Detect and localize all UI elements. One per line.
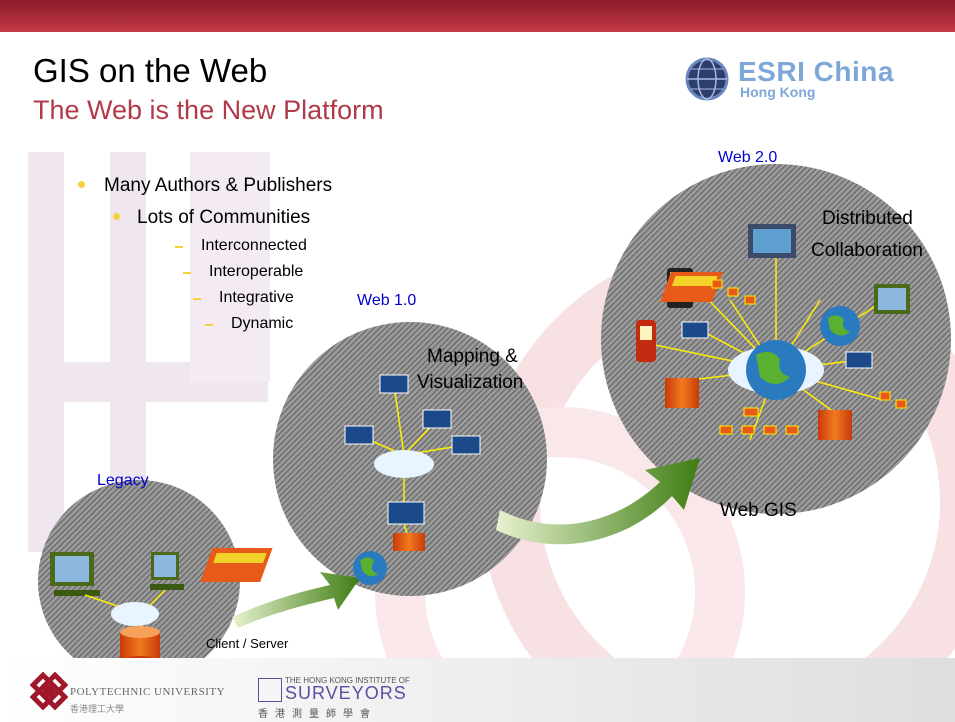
polyu-logo-icon xyxy=(30,672,68,710)
distributed-caption-line1: Distributed xyxy=(822,208,913,229)
bullet-integrative: Integrative xyxy=(219,289,294,306)
slide-subtitle: The Web is the New Platform xyxy=(33,95,384,125)
bullet-dash xyxy=(205,324,213,326)
web2-objects xyxy=(636,224,910,440)
web-gis-caption: Web GIS xyxy=(720,500,797,521)
legacy-circle xyxy=(38,480,240,682)
bullet-authors: Many Authors & Publishers xyxy=(104,175,333,196)
bullet-communities: Lots of Communities xyxy=(137,207,311,228)
mapping-caption-line1: Mapping & xyxy=(427,346,518,367)
web2-label: Web 2.0 xyxy=(718,149,778,166)
mapping-caption-line2: Visualization xyxy=(417,372,524,393)
client-server-caption: Client / Server xyxy=(206,636,289,651)
bullet-dot xyxy=(113,213,120,220)
bullet-interconnected: Interconnected xyxy=(201,237,307,254)
bullet-dash xyxy=(193,298,201,300)
surveyors-name: SURVEYORS xyxy=(285,683,407,703)
web1-screens xyxy=(200,374,481,585)
slide-title: GIS on the Web xyxy=(33,52,268,89)
globe-logo-icon xyxy=(685,57,729,101)
surveyors-chinese-name: 香港測量師學會 xyxy=(258,709,377,720)
bullet-interoperable: Interoperable xyxy=(209,263,304,280)
logo-text: ESRI China xyxy=(738,56,894,87)
bullet-dynamic: Dynamic xyxy=(231,315,294,332)
arrow-web1-to-web2 xyxy=(496,458,700,545)
bullet-dash xyxy=(183,272,191,274)
polyu-name: POLYTECHNIC UNIVERSITY xyxy=(70,686,226,698)
legacy-label: Legacy xyxy=(97,472,149,489)
polyu-chinese-name: 香港理工大學 xyxy=(70,704,125,714)
legacy-contents xyxy=(50,552,184,668)
top-bar xyxy=(0,0,955,32)
footer-bar xyxy=(0,658,955,722)
web1-label: Web 1.0 xyxy=(357,292,417,309)
arrow-legacy-to-web1 xyxy=(232,572,360,628)
surveyors-institute: THE HONG KONG INSTITUTE OF xyxy=(285,676,410,685)
distributed-caption-line2: Collaboration xyxy=(811,240,923,261)
bullet-dash xyxy=(175,246,183,248)
bullet-dot xyxy=(78,181,85,188)
logo-subtext: Hong Kong xyxy=(740,84,816,100)
surveyors-logo-icon xyxy=(258,678,282,702)
